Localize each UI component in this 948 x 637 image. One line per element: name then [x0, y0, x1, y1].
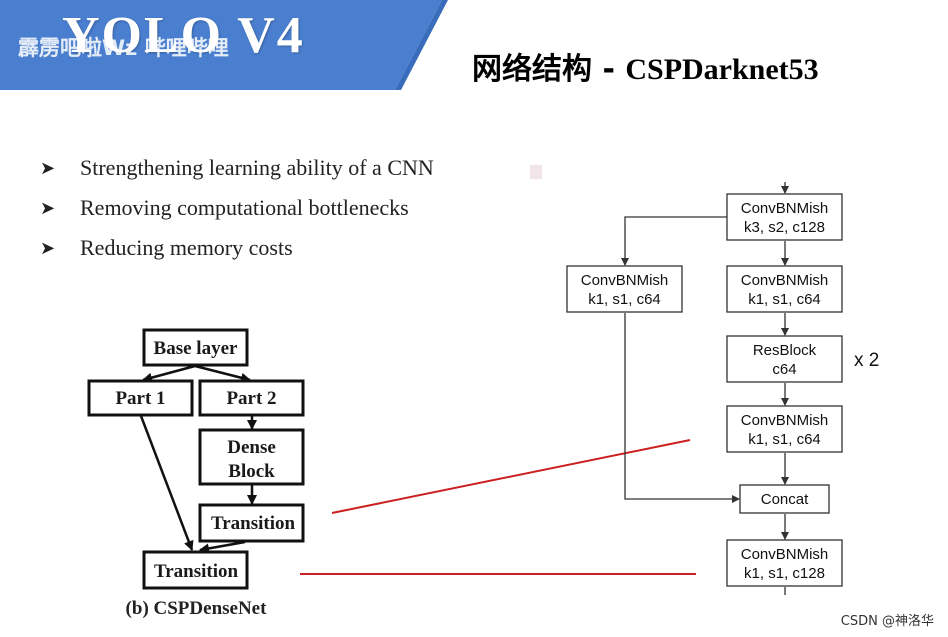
transition-inner-box	[198, 503, 305, 543]
conv-bottom-label-2: k1, s1, c128	[744, 565, 825, 582]
conv-left-label-2: k1, s1, c64	[588, 291, 661, 308]
cspdarknet-diagram: ConvBNMish k3, s2, c128 ConvBNMish k1, s…	[566, 182, 879, 595]
conv-top-label-2: k3, s2, c128	[744, 219, 825, 236]
bullet-arrow-icon: ➤	[40, 237, 56, 258]
transition-outer-box	[142, 550, 249, 590]
arrow-part1-to-transition	[139, 415, 194, 551]
conv-after-res-label-2: k1, s1, c64	[748, 431, 821, 448]
part2-box	[198, 379, 305, 417]
link-line-inner	[331, 439, 691, 514]
part2-label: Part 2	[226, 388, 276, 409]
base-layer-label: Base layer	[154, 338, 238, 359]
base-layer-box	[142, 328, 249, 367]
bullet-item: ➤ Removing computational bottlenecks	[40, 188, 434, 228]
header-title: YOLO V4	[62, 7, 305, 64]
part1-label: Part 1	[115, 388, 165, 409]
concat-box	[739, 484, 830, 514]
conv-bottom-box	[726, 539, 843, 587]
arrow-base-to-part1	[142, 364, 196, 383]
decorative-mark	[530, 165, 542, 179]
cspdensenet-caption: (b) CSPDenseNet	[126, 598, 268, 619]
bullet-item: ➤ Reducing memory costs	[40, 228, 434, 268]
conv-after-res-box	[726, 405, 843, 453]
bullet-item: ➤ Strengthening learning ability of a CN…	[40, 148, 434, 188]
header-banner-shade	[395, 0, 448, 90]
dense-block-label-line1: Dense	[227, 437, 276, 458]
conv-left-box	[566, 265, 683, 313]
conv-top-box	[726, 193, 843, 241]
transition-inner-label: Transition	[211, 513, 296, 534]
page-title-en: CSPDarknet53	[625, 53, 819, 86]
part1-box	[87, 379, 194, 417]
conv-right-box	[726, 265, 843, 313]
page-title: 网络结构 - CSPDarknet53	[472, 44, 819, 88]
dense-block-label-line2: Block	[228, 461, 275, 482]
arrow-top-to-left	[621, 216, 727, 266]
cspdensenet-diagram: Base layer Part 1 Part 2 Dense Block Tra…	[87, 328, 305, 619]
conv-bottom-label-1: ConvBNMish	[741, 546, 829, 563]
bullet-text: Strengthening learning ability of a CNN	[80, 155, 434, 180]
bullet-arrow-icon: ➤	[40, 197, 56, 218]
conv-top-label-1: ConvBNMish	[741, 200, 829, 217]
bullet-text: Removing computational bottlenecks	[80, 195, 409, 220]
bullet-arrow-icon: ➤	[40, 157, 56, 178]
arrow-transition-to-transition	[199, 540, 246, 554]
arrow-base-to-part2	[194, 364, 251, 383]
resblock-label-2: c64	[772, 361, 796, 378]
header-banner	[0, 0, 442, 90]
conv-left-label-1: ConvBNMish	[581, 272, 669, 289]
conv-right-label-1: ConvBNMish	[741, 272, 829, 289]
resblock-box	[726, 335, 843, 383]
conv-after-res-label-1: ConvBNMish	[741, 412, 829, 429]
page-title-cn: 网络结构 -	[472, 52, 626, 87]
dense-block-box	[198, 428, 305, 486]
repeat-label: x 2	[854, 350, 879, 371]
transition-outer-label: Transition	[154, 561, 239, 582]
watermark-text: 霹雳吧啦Wz 哔哩哔哩	[18, 36, 229, 60]
conv-right-label-2: k1, s1, c64	[748, 291, 821, 308]
bullet-list: ➤ Strengthening learning ability of a CN…	[40, 148, 434, 268]
resblock-label-1: ResBlock	[753, 342, 817, 359]
arrow-left-to-concat	[624, 313, 740, 503]
footer-credit: CSDN @神洛华	[840, 614, 934, 629]
bullet-text: Reducing memory costs	[80, 235, 293, 260]
concat-label: Concat	[761, 491, 809, 508]
